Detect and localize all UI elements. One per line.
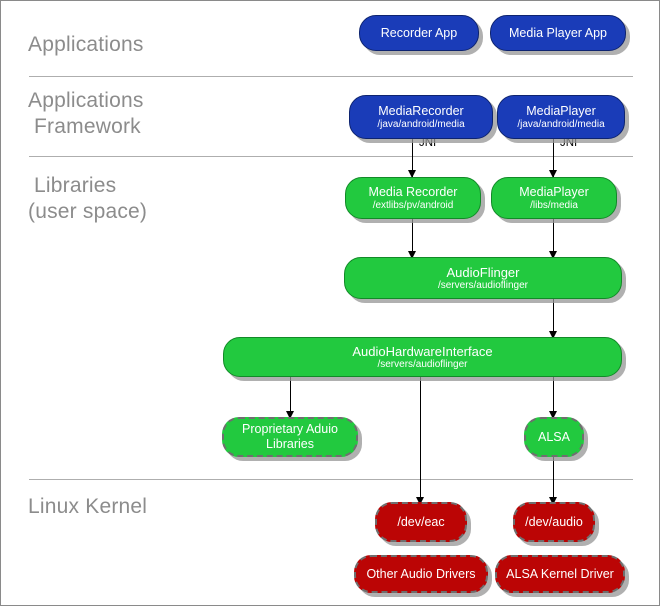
layer-label-libraries: Libraries (user space)	[28, 174, 148, 223]
arrowhead-audioflinger-to-ahi	[549, 331, 557, 339]
connector-mediarecorder-jni	[412, 139, 414, 177]
node-subtitle: /servers/audioflinger	[437, 279, 529, 291]
edge-label-jni-player: JNI	[560, 137, 578, 149]
layer-label-applications: Applications	[28, 33, 144, 56]
connector-audioflinger-to-ahi	[553, 299, 555, 337]
node-subtitle: Libraries	[266, 437, 314, 451]
node-recorder-app[interactable]: Recorder App	[359, 15, 479, 51]
node-title: Recorder App	[380, 25, 458, 40]
node-alsa[interactable]: ALSA	[524, 417, 584, 457]
node-alsa-kernel-driver[interactable]: ALSA Kernel Driver	[495, 555, 625, 593]
connector-media-recorder-lib-to-audioflinger	[412, 219, 414, 257]
node-title: MediaPlayer	[526, 103, 596, 118]
node-audioflinger[interactable]: AudioFlinger /servers/audioflinger	[344, 257, 622, 299]
arrowhead-ahi-to-alsa	[549, 411, 557, 419]
node-title: AudioFlinger	[446, 264, 520, 280]
node-mediarecorder-framework[interactable]: MediaRecorder /java/android/media	[349, 95, 493, 139]
node-title: ALSA Kernel Driver	[506, 566, 614, 581]
connector-mediaplayer-jni	[553, 139, 555, 177]
arrowhead-alsa-to-dev-audio	[549, 497, 557, 505]
divider-libraries	[29, 479, 633, 480]
connector-ahi-to-proprietary	[290, 377, 292, 417]
node-dev-audio[interactable]: /dev/audio	[513, 502, 595, 542]
node-title: MediaPlayer	[519, 184, 589, 199]
layer-label-linux-kernel: Linux Kernel	[28, 495, 148, 518]
node-title: ALSA	[538, 429, 570, 444]
edge-label-jni-recorder: JNI	[419, 137, 437, 149]
connector-ahi-to-dev-eac	[420, 377, 422, 503]
arrowhead-media-recorder-lib-to-audioflinger	[408, 251, 416, 259]
node-proprietary-audio-libs[interactable]: Proprietary Aduio Libraries	[222, 417, 358, 457]
node-subtitle: /java/android/media	[517, 118, 605, 130]
connector-ahi-to-alsa	[553, 377, 555, 417]
node-audiohardwareinterface[interactable]: AudioHardwareInterface /servers/audiofli…	[223, 337, 622, 377]
node-media-player-app[interactable]: Media Player App	[490, 15, 626, 51]
arrowhead-ahi-to-dev-eac	[416, 497, 424, 505]
node-subtitle: /servers/audioflinger	[377, 358, 468, 370]
arrowhead-mediaplayer-lib-to-audioflinger	[549, 251, 557, 259]
node-title: Other Audio Drivers	[366, 566, 476, 581]
divider-applications-framework	[29, 156, 633, 157]
node-title: Media Player App	[509, 25, 607, 40]
node-title: Media Recorder	[368, 184, 458, 199]
node-subtitle: /java/android/media	[377, 118, 465, 130]
arrowhead-mediaplayer-jni	[549, 170, 557, 178]
arrowhead-ahi-to-proprietary	[286, 411, 294, 419]
divider-applications	[29, 76, 633, 77]
node-mediaplayer-framework[interactable]: MediaPlayer /java/android/media	[497, 95, 625, 139]
node-title: /dev/eac	[397, 514, 445, 529]
node-title: /dev/audio	[525, 514, 583, 529]
node-mediaplayer-lib[interactable]: MediaPlayer /libs/media	[491, 177, 617, 219]
node-title: AudioHardwareInterface	[352, 343, 493, 359]
node-title: MediaRecorder	[378, 103, 464, 118]
arrowhead-mediarecorder-jni	[408, 170, 416, 178]
connector-alsa-to-dev-audio	[553, 457, 555, 503]
node-subtitle: /extlibs/pv/android	[372, 199, 454, 211]
layer-label-applications-framework: Applications Framework	[28, 89, 144, 138]
node-title: Proprietary Aduio	[242, 422, 338, 436]
node-other-audio-drivers[interactable]: Other Audio Drivers	[354, 555, 488, 593]
node-dev-eac[interactable]: /dev/eac	[375, 502, 467, 542]
node-subtitle: /libs/media	[530, 199, 578, 211]
connector-mediaplayer-lib-to-audioflinger	[553, 219, 555, 257]
node-media-recorder-lib[interactable]: Media Recorder /extlibs/pv/android	[345, 177, 481, 219]
